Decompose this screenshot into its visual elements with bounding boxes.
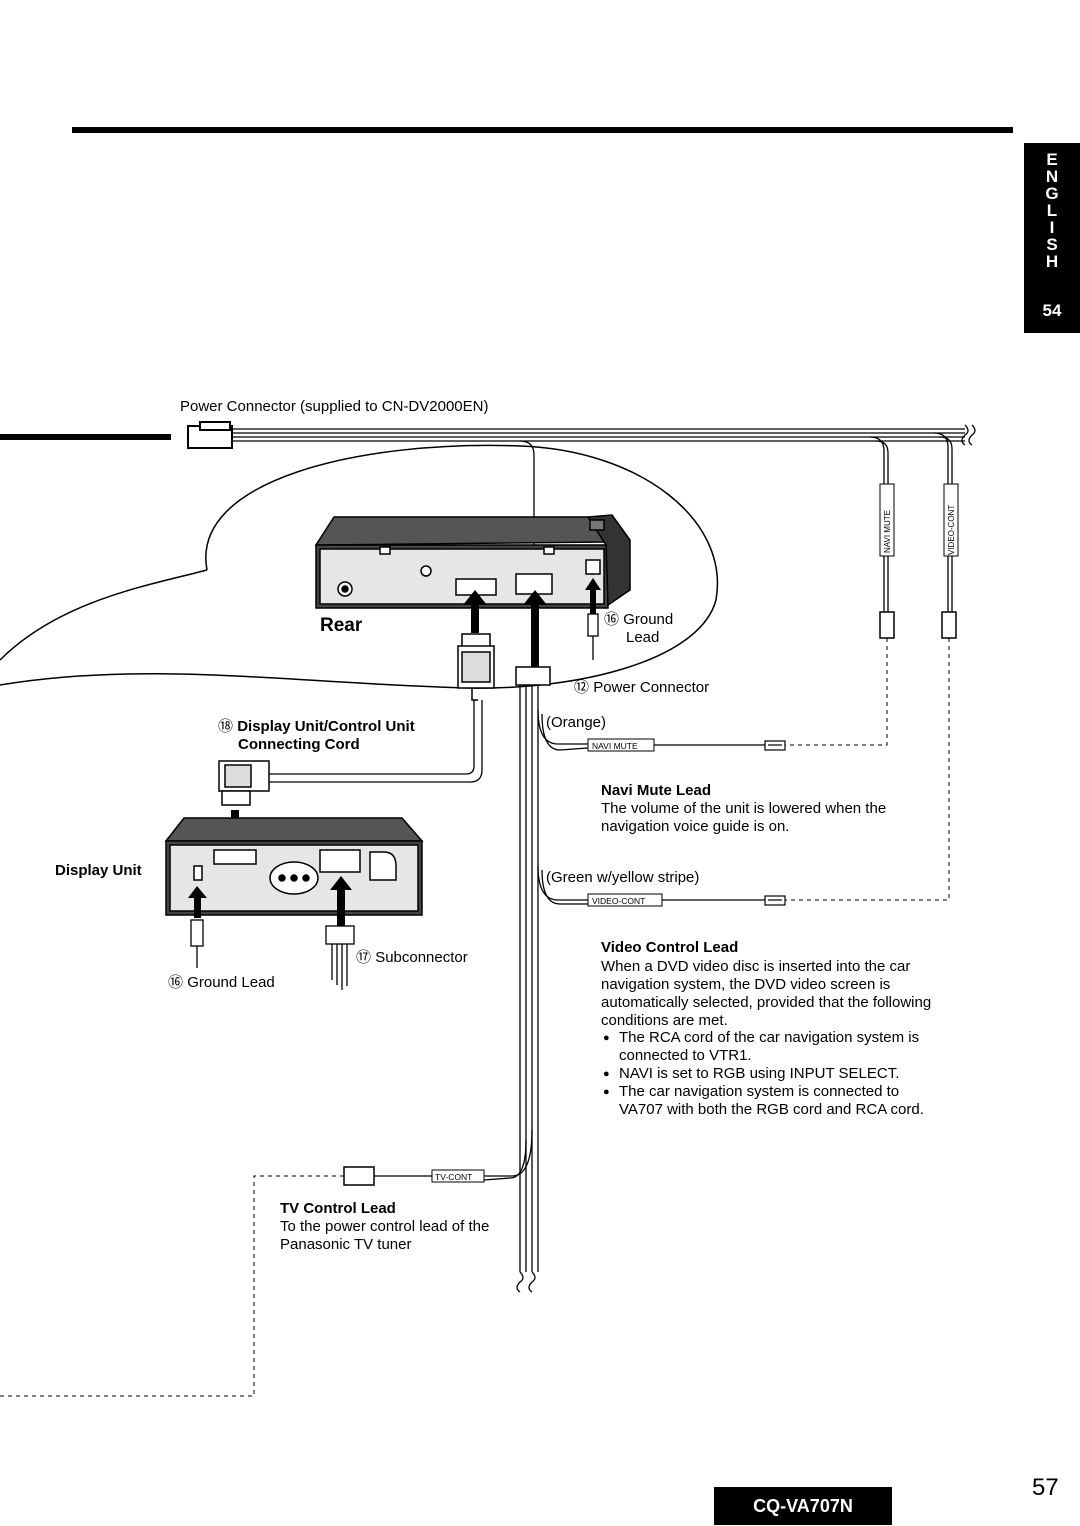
power-line-block bbox=[515, 666, 551, 686]
language-tab: E N G L I S H 54 bbox=[1024, 143, 1080, 333]
cord-line2: Connecting Cord bbox=[238, 736, 360, 753]
navi-mute-end-connector bbox=[879, 611, 895, 639]
video-cont-end-connector bbox=[941, 611, 957, 639]
zoom-bubble bbox=[0, 444, 719, 689]
power-connector-label: ⑫ Power Connector bbox=[574, 679, 709, 697]
connecting-cord bbox=[268, 700, 483, 783]
cord-line1: Display Unit/Control Unit bbox=[237, 718, 415, 735]
subconnector bbox=[325, 925, 355, 990]
ground-lead-bottom-num: ⑯ bbox=[168, 974, 184, 991]
language-letters: E N G L I S H bbox=[1045, 150, 1059, 271]
green-label: (Green w/yellow stripe) bbox=[546, 869, 700, 886]
video-cont-vertical-box bbox=[943, 483, 959, 557]
ground-lead-top-line2: Lead bbox=[626, 629, 660, 646]
condition-item: NAVI is set to RGB using INPUT SELECT. bbox=[601, 1065, 946, 1083]
tv-cont-connector bbox=[343, 1166, 375, 1186]
cord-plug-display bbox=[218, 760, 270, 806]
cord-num: ⑱ bbox=[218, 718, 234, 735]
main-vertical-cable bbox=[483, 685, 589, 1293]
tv-cont-tag: TV-CONT bbox=[435, 1172, 472, 1182]
model-badge: CQ-VA707N bbox=[714, 1487, 892, 1525]
ground-lead-top-connector bbox=[587, 613, 599, 660]
condition-item: The car navigation system is connected t… bbox=[601, 1083, 946, 1119]
ground-lead-bottom bbox=[190, 919, 204, 968]
top-rule bbox=[72, 127, 1013, 133]
display-unit-arrows bbox=[188, 876, 352, 926]
left-stub-bar bbox=[0, 434, 171, 440]
navi-mute-vertical-tag: NAVI MUTE bbox=[883, 510, 892, 553]
rear-unit bbox=[314, 514, 631, 609]
rear-arrows bbox=[463, 578, 601, 668]
orange-label: (Orange) bbox=[546, 714, 607, 731]
video-control-body: When a DVD video disc is inserted into t… bbox=[601, 958, 932, 1029]
navi-mute-title: Navi Mute Lead bbox=[601, 782, 712, 799]
tv-control-title: TV Control Lead bbox=[280, 1200, 396, 1217]
video-cont-vertical-tag: VIDEO-CONT bbox=[947, 505, 956, 555]
rear-label: Rear bbox=[320, 615, 363, 636]
navi-mute-tag: NAVI MUTE bbox=[592, 741, 638, 751]
video-control-title: Video Control Lead bbox=[601, 939, 739, 956]
power-connector-caption: Power Connector (supplied to CN-DV2000EN… bbox=[180, 398, 489, 415]
navi-mute-terminal bbox=[764, 740, 786, 751]
navi-mute-vertical-box bbox=[879, 483, 895, 557]
section-page-number: 54 bbox=[1042, 301, 1062, 320]
ground-lead-top-num: ⑯ bbox=[604, 611, 620, 628]
ground-lead-top-line1: Ground bbox=[623, 611, 674, 628]
page-number: 57 bbox=[1032, 1474, 1059, 1501]
dashed-links bbox=[0, 638, 950, 1397]
power-connector-text: Power Connector bbox=[593, 679, 710, 696]
power-connector-plug bbox=[187, 421, 233, 449]
main-harness bbox=[232, 424, 976, 668]
video-cont-terminal bbox=[764, 895, 786, 906]
condition-item: The RCA cord of the car navigation syste… bbox=[601, 1029, 946, 1065]
subconnector-text: Subconnector bbox=[375, 949, 468, 966]
ground-lead-top-label: ⑯ Ground Lead bbox=[604, 611, 673, 647]
subconnector-label: ⑰ Subconnector bbox=[356, 949, 468, 967]
ground-lead-bottom-label: ⑯ Ground Lead bbox=[168, 974, 275, 992]
display-unit bbox=[164, 817, 424, 916]
cord-plug-rear bbox=[457, 633, 495, 701]
tv-control-body: To the power control lead of the Panason… bbox=[280, 1218, 490, 1253]
cord-label: ⑱ Display Unit/Control Unit Connecting C… bbox=[218, 718, 415, 754]
video-control-conditions: The RCA cord of the car navigation syste… bbox=[601, 1029, 946, 1119]
display-unit-label: Display Unit bbox=[55, 862, 142, 879]
ground-lead-bottom-text: Ground Lead bbox=[187, 974, 275, 991]
subconnector-num: ⑰ bbox=[356, 949, 372, 966]
video-cont-tag: VIDEO-CONT bbox=[592, 896, 645, 906]
navi-mute-body: The volume of the unit is lowered when t… bbox=[601, 800, 887, 835]
power-connector-num: ⑫ bbox=[574, 679, 590, 696]
